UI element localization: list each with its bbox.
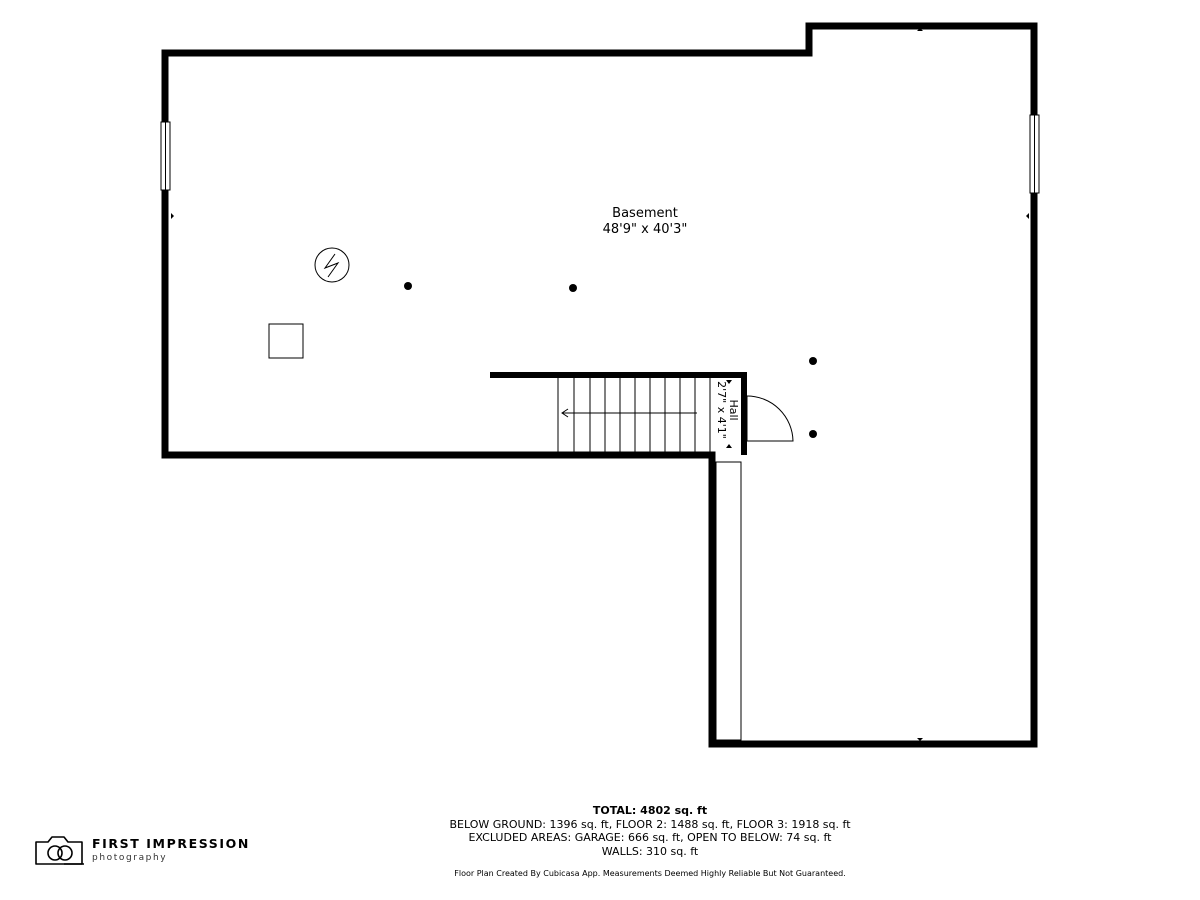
hall-label: Hall 2'7" x 4'1" [715, 375, 740, 445]
basement-label: Basement 48'9" x 40'3" [560, 206, 730, 238]
walls-area: WALLS: 310 sq. ft [601, 844, 699, 858]
staircase [557, 378, 711, 452]
electrical-panel-icon [314, 247, 350, 283]
wall-ticks [171, 28, 1029, 741]
room-dimensions: 48'9" x 40'3" [602, 222, 688, 237]
exterior-walls [161, 22, 1038, 748]
door-swing [743, 395, 794, 442]
support-post [569, 284, 577, 292]
disclaimer: Floor Plan Created By Cubicasa App. Meas… [454, 869, 846, 878]
room-dimensions: 2'7" x 4'1" [715, 381, 728, 439]
area-summary: TOTAL: 4802 sq. ft BELOW GROUND: 1396 sq… [300, 804, 1000, 858]
room-name: Hall [727, 399, 740, 421]
room-name: Basement [612, 206, 678, 221]
support-posts [404, 282, 817, 438]
brand-subtitle: photography [92, 853, 168, 863]
total-area: TOTAL: 4802 sq. ft [592, 804, 708, 817]
support-post [404, 282, 412, 290]
camera-icon [35, 836, 84, 865]
floor-areas: BELOW GROUND: 1396 sq. ft, FLOOR 2: 1488… [449, 817, 851, 831]
brand-logo: FIRST IMPRESSION photography [34, 834, 264, 870]
utility-fixture [268, 323, 304, 359]
window-left [160, 121, 171, 191]
stair-wall [490, 372, 747, 455]
brand-name: FIRST IMPRESSION [92, 836, 250, 851]
support-post [809, 357, 817, 365]
hall-arrows [726, 380, 732, 448]
support-post [809, 430, 817, 438]
window-right [1029, 114, 1040, 194]
excluded-areas: EXCLUDED AREAS: GARAGE: 666 sq. ft, OPEN… [468, 831, 832, 844]
closet-strip [715, 461, 742, 741]
